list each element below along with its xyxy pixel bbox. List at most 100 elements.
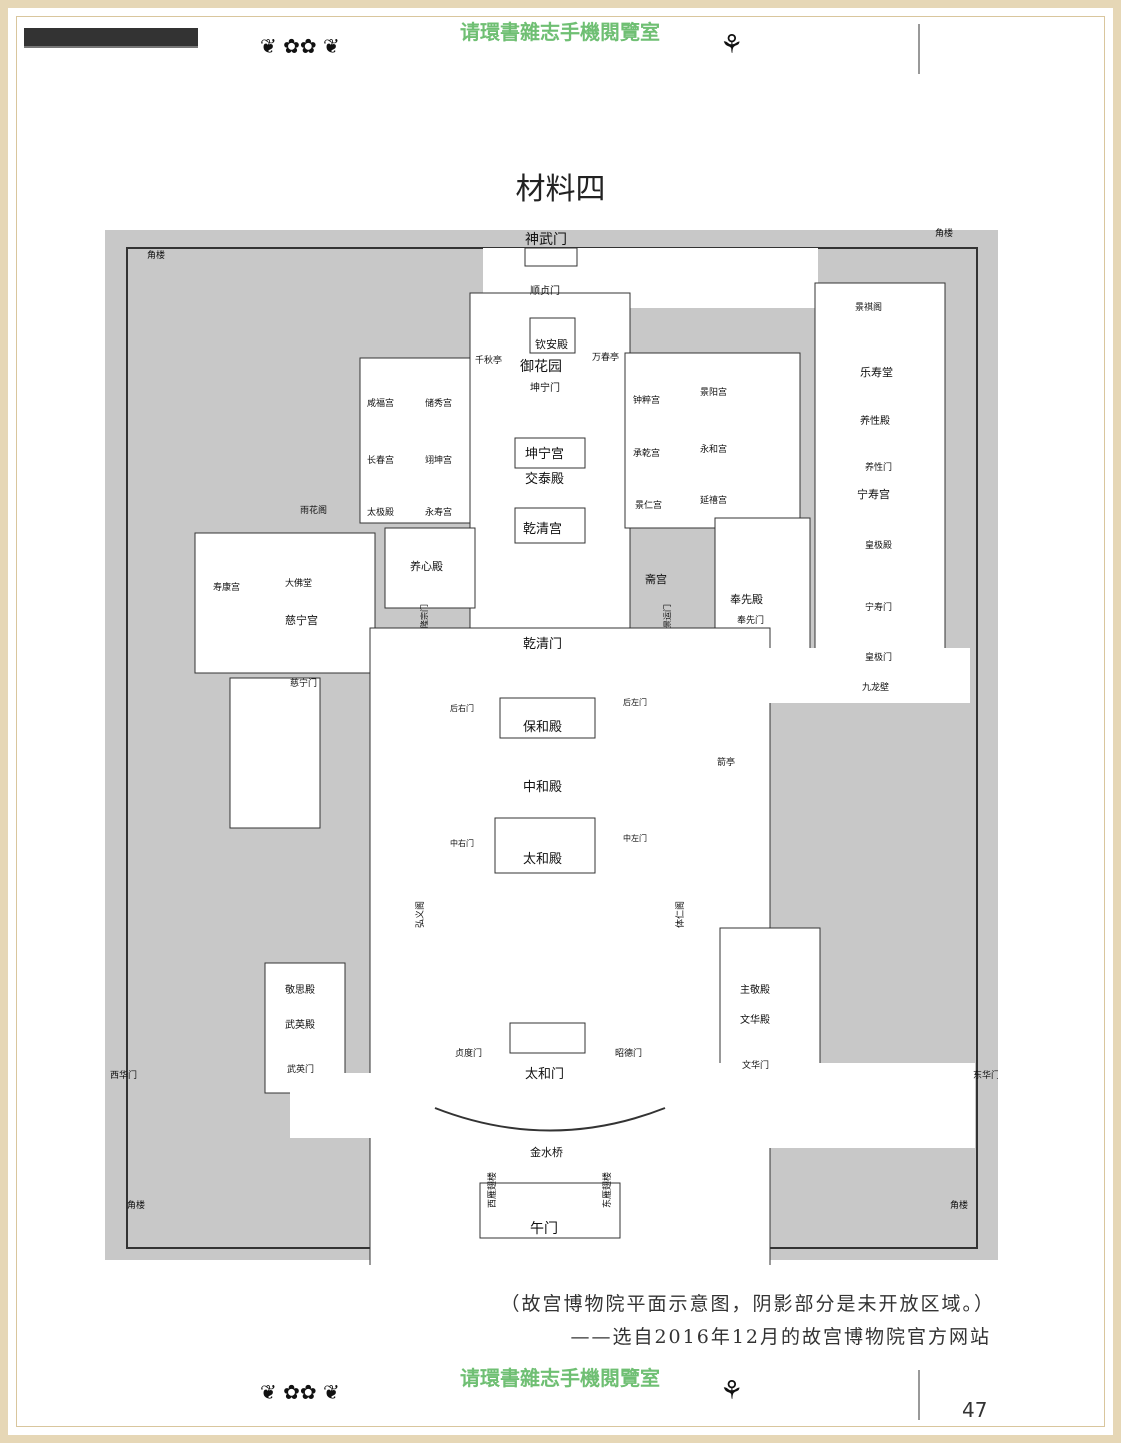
label-donghuamen: 东华门 (973, 1069, 998, 1081)
label-jiaolou-nw: 角楼 (147, 249, 165, 261)
label-qianqinggong: 乾清宫 (523, 522, 562, 537)
baohedian-building (499, 697, 596, 739)
label-jingrengong: 景仁宫 (635, 499, 662, 511)
label-fubiting: 千秋亭 (475, 354, 502, 366)
open-area-wuyingdian (264, 962, 346, 1094)
qianqinggong-building (514, 507, 586, 544)
open-area-cininggong (194, 532, 376, 674)
label-jiulongbi: 九龙壁 (862, 681, 889, 693)
label-dafotang: 大佛堂 (285, 577, 312, 589)
label-shenwumen: 神武门 (525, 232, 567, 248)
label-taihedian: 太和殿 (523, 852, 562, 867)
label-yuhuayuan: 御花园 (520, 359, 562, 375)
footer-banner: ❦ ✿✿ ❦ 请環書雜志手機閱覽室 ⚘ (200, 1368, 920, 1430)
label-jiaolou-se: 角楼 (950, 1199, 968, 1211)
label-xihuamen: 西华门 (110, 1069, 137, 1081)
label-wenhuamen: 文华门 (742, 1059, 769, 1071)
taihedian-building (494, 817, 596, 874)
label-jinshuiqiao: 金水桥 (530, 1145, 563, 1159)
label-dongyanchilou: 东雁翅楼 (601, 1172, 613, 1208)
open-area-east-band (670, 648, 970, 703)
label-yixingdian: 养性殿 (860, 414, 890, 427)
shenwumen-building (524, 247, 578, 267)
label-zhendumen: 贞度门 (455, 1047, 482, 1059)
label-wuyingmen: 武英门 (287, 1063, 314, 1075)
open-area-ningshougong (814, 282, 946, 694)
label-wenhuadian: 文华殿 (740, 1013, 770, 1026)
open-area-west-palaces (359, 357, 471, 524)
label-jingqige: 景祺阁 (855, 301, 882, 313)
open-area-yangxindian (384, 527, 476, 609)
label-jingsidian: 敬思殿 (285, 983, 315, 996)
label-qianqingmen: 乾清门 (523, 637, 562, 652)
label-yikungong: 翊坤宫 (425, 454, 452, 466)
kunninggong-building (514, 437, 586, 469)
floral-ornament-icon: ❦ ✿✿ ❦ (260, 34, 340, 58)
banner-divider (918, 24, 920, 74)
label-jingyunmen: 景运门 (662, 604, 672, 628)
forbidden-city-map: 神武门 角楼 角楼 角楼 角楼 顺贞门 钦安殿 御花园 千秋亭 万春亭 坤宁门 … (105, 227, 998, 1265)
top-decorative-bar (24, 28, 198, 48)
label-shoukanggong: 寿康宫 (213, 581, 240, 593)
label-yuhuage: 雨花阁 (300, 504, 327, 516)
label-yanxigong: 延禧宫 (700, 494, 727, 506)
label-jiaolou-sw: 角楼 (127, 1199, 145, 1211)
open-area-southwest (290, 1073, 410, 1138)
label-jiankangting: 箭亭 (717, 756, 735, 768)
taihemen-building (509, 1022, 586, 1054)
label-yongshougong: 永寿宫 (425, 506, 452, 518)
label-ciningmen: 慈宁门 (290, 677, 317, 689)
label-zhaigong: 斋宫 (645, 572, 667, 586)
label-ningshougong: 宁寿宫 (857, 487, 890, 501)
open-area-east-palaces (624, 352, 801, 529)
map-source: ——选自2016年12月的故宫博物院官方网站 (570, 1326, 991, 1348)
label-zhonghedian: 中和殿 (523, 780, 562, 795)
open-area-wenhuadian (719, 927, 821, 1079)
label-kunningmen: 坤宁门 (530, 381, 560, 394)
label-jiaolou-ne: 角楼 (935, 227, 953, 239)
label-fengxiandian: 奉先殿 (730, 592, 763, 606)
qinandian-building (529, 317, 576, 354)
label-cininggong: 慈宁宫 (285, 613, 318, 627)
label-shunzhenmen: 顺贞门 (530, 284, 560, 297)
label-huangjidian: 皇极殿 (865, 539, 892, 551)
jinshuiqiao-river (434, 1107, 666, 1132)
page-title: 材料四 (515, 172, 606, 207)
label-wumen: 午门 (530, 1221, 558, 1237)
label-yangxindian: 养心殿 (410, 559, 443, 573)
label-zhaodemen: 昭德门 (615, 1047, 642, 1059)
label-wuyingdian: 武英殿 (285, 1018, 315, 1031)
label-zhongyoumen: 中右门 (450, 838, 474, 848)
page-number: 47 (962, 1398, 988, 1422)
label-xiyanchilou: 西雁翅楼 (486, 1172, 498, 1208)
label-yonghegong: 永和宫 (700, 443, 727, 455)
label-taijidian: 太极殿 (367, 506, 394, 518)
label-chengqiangong: 承乾宫 (633, 447, 660, 459)
label-xianfugong: 咸福宫 (367, 397, 394, 409)
label-longzongmen: 隆宗门 (419, 604, 429, 628)
label-zhongcuigong: 钟粹宫 (633, 394, 660, 406)
label-hongyige: 弘义阁 (414, 901, 426, 928)
label-jingyanggong: 景阳宫 (700, 386, 727, 398)
label-fengxianmen: 奉先门 (737, 614, 764, 626)
wumen-building (479, 1182, 621, 1239)
open-area-west-court (229, 677, 321, 829)
header-banner: ❦ ✿✿ ❦ 请環書雜志手機閱覽室 ⚘ (200, 20, 920, 84)
floral-ornament-icon: ❦ ✿✿ ❦ (260, 1380, 340, 1404)
label-houyoumen: 后右门 (450, 703, 474, 713)
label-changchungong: 长春宫 (367, 454, 394, 466)
map-caption: （故宫博物院平面示意图，阴影部分是未开放区域。） (500, 1293, 995, 1315)
label-tirenge: 体仁阁 (674, 901, 686, 928)
open-area-southeast (710, 1063, 975, 1148)
bow-ornament-icon: ⚘ (720, 30, 744, 60)
label-wanchunting: 万春亭 (592, 351, 619, 363)
banner-text: 请環書雜志手機閱覽室 (460, 20, 660, 44)
label-huangjimen: 皇极门 (865, 651, 892, 663)
label-yixingmen: 养性门 (865, 461, 892, 473)
label-baohedian: 保和殿 (523, 720, 562, 735)
label-zhujingdian: 主敬殿 (740, 983, 770, 996)
banner-divider (918, 1370, 920, 1420)
page-frame-inner (16, 16, 1105, 1427)
label-kunninggong: 坤宁宫 (525, 446, 564, 462)
bow-ornament-icon: ⚘ (720, 1376, 744, 1406)
